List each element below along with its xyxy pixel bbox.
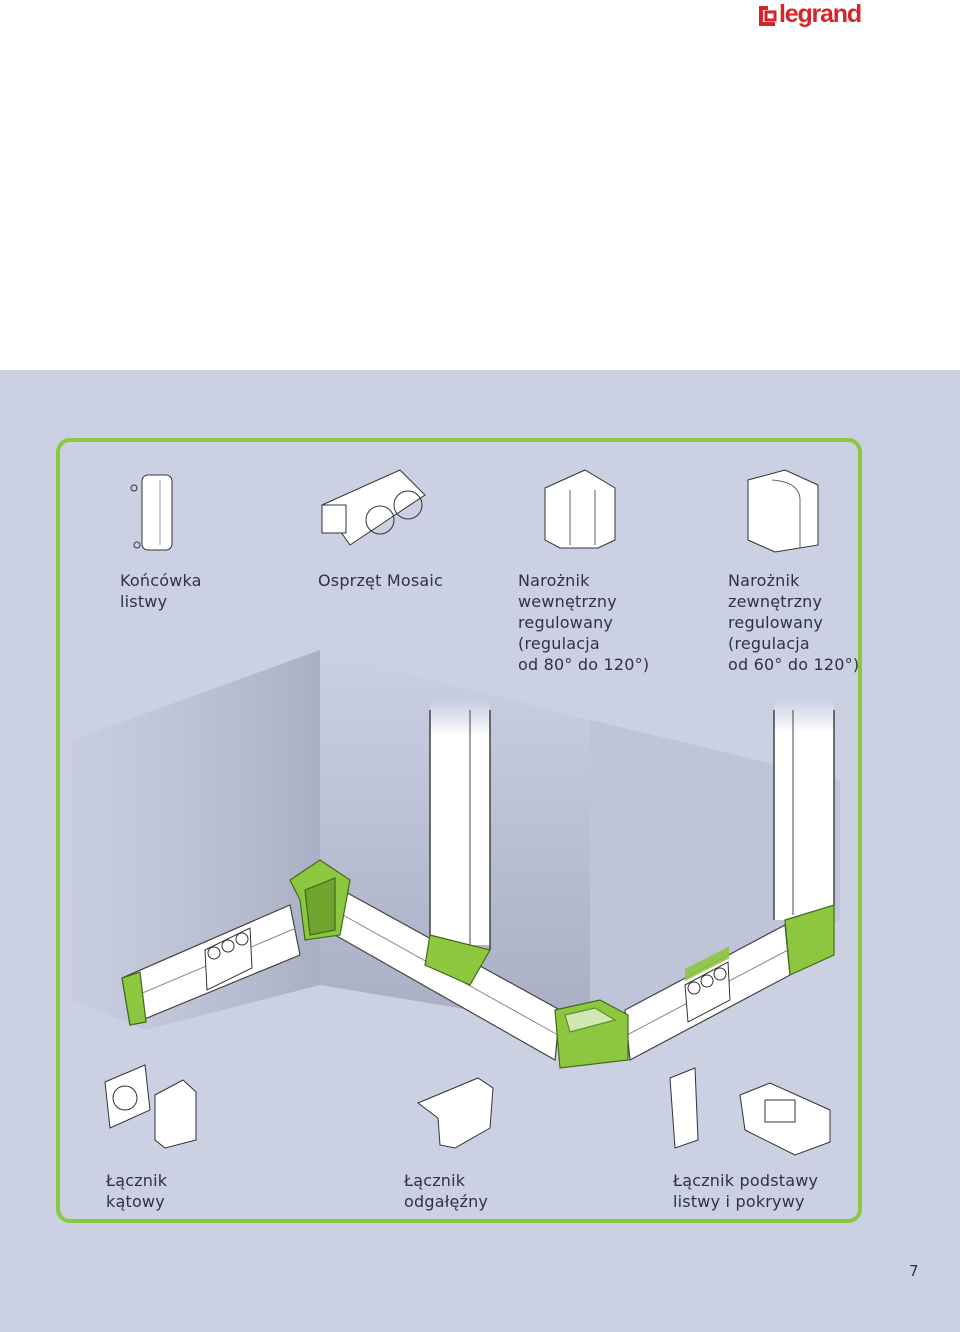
base-cover-joint-icon — [669, 1067, 831, 1156]
end-cap-icon — [130, 474, 173, 551]
product-frame — [56, 438, 862, 1223]
label-outer-corner: Narożnik zewnętrzny regulowany (regulacj… — [728, 571, 860, 674]
outlet-left — [204, 927, 253, 991]
vertical-trunking-2 — [773, 700, 835, 920]
outlet-right — [684, 946, 731, 1023]
label-inner-corner: Narożnik wewnętrzny regulowany (regulacj… — [518, 571, 650, 674]
label-mosaic: Osprzęt Mosaic — [318, 571, 444, 590]
label-tee-joint: Łącznik odgałęźny — [404, 1171, 489, 1211]
label-end-cap: Końcówka listwy — [120, 571, 202, 611]
tee-joint-icon — [417, 1077, 494, 1149]
legrand-wordmark: legrand — [779, 0, 862, 28]
angle-joint-icon — [104, 1064, 197, 1149]
mosaic-socket-icon — [321, 469, 426, 546]
page-number: 7 — [909, 1262, 919, 1280]
inner-corner-icon — [544, 469, 616, 549]
vertical-trunking-1 — [429, 700, 491, 950]
legrand-logo: legrand — [757, 0, 869, 32]
outer-corner-icon — [747, 469, 819, 553]
label-base-cover-joint: Łącznik podstawy listwy i pokrywy — [673, 1171, 819, 1211]
green-fittings — [121, 859, 835, 1069]
legrand-mark-icon — [759, 6, 777, 26]
label-angle-joint: Łącznik kątowy — [106, 1171, 168, 1211]
